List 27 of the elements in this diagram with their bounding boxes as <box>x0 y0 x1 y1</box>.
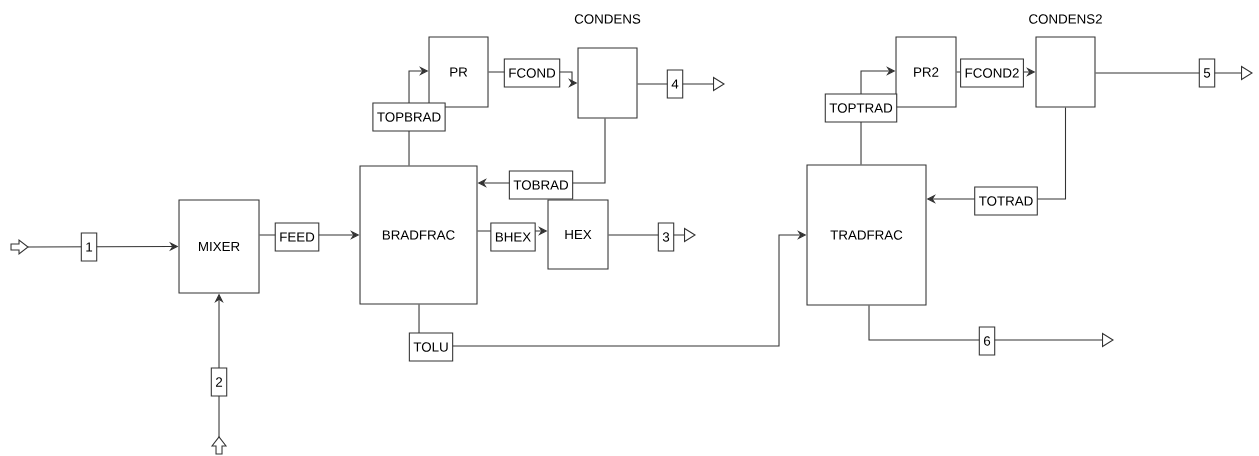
stream-label: 1 <box>80 232 98 262</box>
stream-label: 3 <box>657 222 675 252</box>
stream-label: FEED <box>274 222 320 252</box>
stream-label: 5 <box>1198 58 1216 88</box>
stream-label: TOBRAD <box>508 170 574 200</box>
unit-block: HEX <box>547 199 609 270</box>
unit-block: BRADFRAC <box>359 165 478 305</box>
node-label: CONDENS <box>574 14 641 24</box>
stream-label: FCOND2 <box>960 58 1024 88</box>
stream-label: TOPTRAD <box>824 93 898 123</box>
stream-label: 4 <box>666 69 684 99</box>
stream-label: TOLU <box>408 332 454 362</box>
stream-label: TOTRAD <box>974 186 1038 216</box>
unit-block: MIXER <box>178 199 260 294</box>
stream-arrow <box>1095 65 1253 81</box>
unit-block: CONDENS2 <box>1029 14 1102 108</box>
stream-label: TOPBRAD <box>372 102 446 132</box>
unit-block: CONDENS <box>574 14 641 119</box>
unit-block: PR <box>428 36 489 108</box>
unit-block: TRADFRAC <box>806 164 927 306</box>
unit-block: PR2 <box>895 36 957 108</box>
stream-label: 2 <box>210 367 228 397</box>
node-label: CONDENS2 <box>1029 14 1102 24</box>
stream-label: BHEX <box>490 222 536 252</box>
stream-label: FCOND <box>503 58 561 88</box>
stream-arrow <box>868 305 1114 348</box>
stream-label: 6 <box>978 326 996 356</box>
